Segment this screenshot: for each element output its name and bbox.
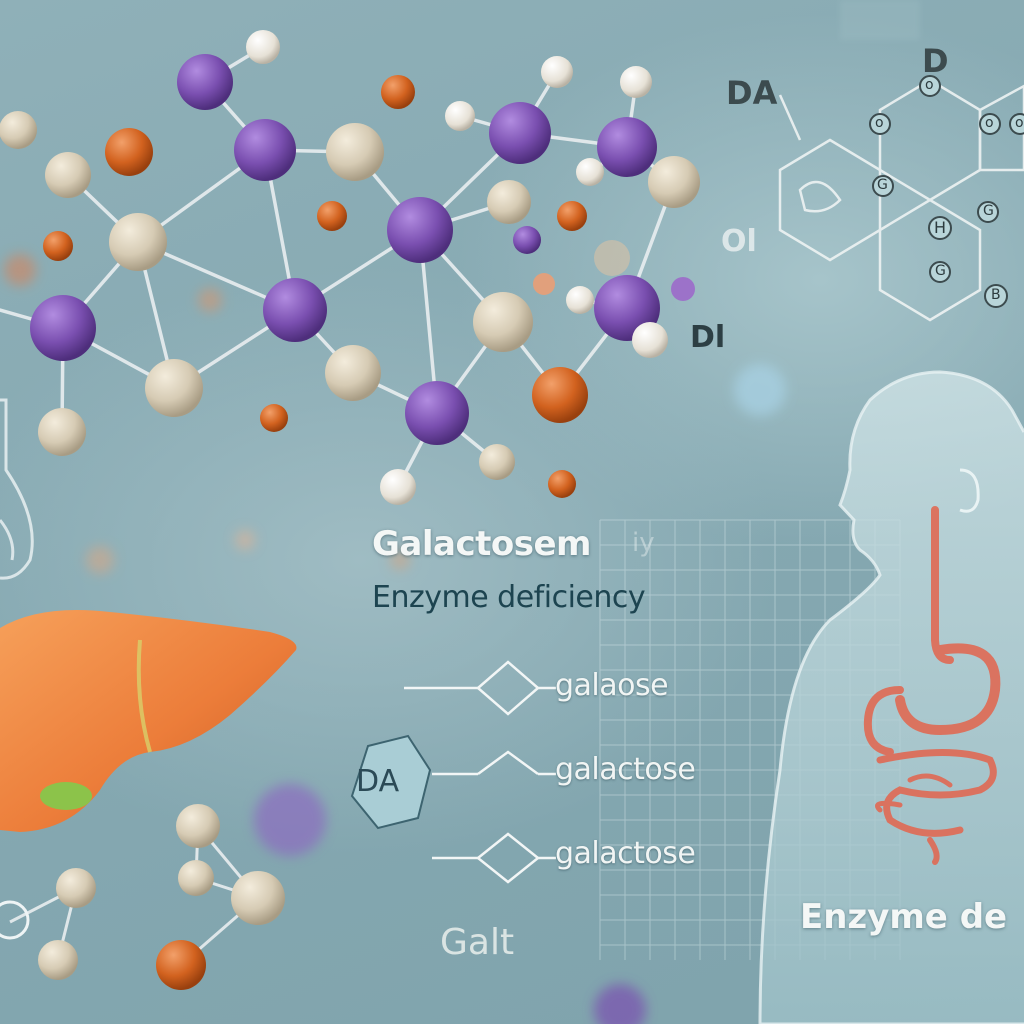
atom bbox=[0, 111, 37, 149]
atom bbox=[648, 156, 700, 208]
atom bbox=[105, 128, 153, 176]
human-silhouette bbox=[758, 370, 1024, 1024]
pathway-connectors bbox=[404, 660, 556, 884]
atom bbox=[473, 292, 533, 352]
atom bbox=[513, 226, 541, 254]
atom bbox=[325, 345, 381, 401]
atom bbox=[263, 278, 327, 342]
hex-label-o: Ol bbox=[721, 224, 757, 259]
atom bbox=[489, 102, 551, 164]
atom bbox=[671, 277, 695, 301]
atom bbox=[597, 117, 657, 177]
title-faint-suffix: iy bbox=[632, 528, 655, 558]
gallbladder bbox=[40, 782, 92, 810]
corner-label: Enzyme de bbox=[800, 897, 1008, 937]
da-badge-hexagon bbox=[350, 734, 432, 830]
atom bbox=[260, 404, 288, 432]
atom bbox=[326, 123, 384, 181]
atom bbox=[533, 273, 555, 295]
atom bbox=[479, 444, 515, 480]
hex-node-4: o bbox=[1015, 115, 1024, 131]
atom bbox=[445, 101, 475, 131]
atom bbox=[405, 381, 469, 445]
atom bbox=[548, 470, 576, 498]
hex-node-7: G bbox=[983, 203, 994, 219]
ear bbox=[959, 468, 980, 513]
atom bbox=[145, 359, 203, 417]
pathway-label-3: galactose bbox=[555, 836, 696, 871]
hex-node-6: H bbox=[934, 218, 947, 237]
atom bbox=[594, 240, 630, 276]
hex-node-5: G bbox=[877, 177, 888, 193]
atom bbox=[30, 295, 96, 361]
atom bbox=[576, 158, 604, 186]
atom bbox=[381, 75, 415, 109]
hex-node-8: G bbox=[935, 263, 946, 279]
atom bbox=[45, 152, 91, 198]
atom bbox=[177, 54, 233, 110]
atom bbox=[43, 231, 73, 261]
hex-label-da: DA bbox=[726, 74, 778, 112]
atom bbox=[541, 56, 573, 88]
small-molecule bbox=[0, 804, 285, 990]
hex-node-3: o bbox=[985, 115, 994, 131]
atom bbox=[620, 66, 652, 98]
atom bbox=[38, 408, 86, 456]
hex-label-dl: Dl bbox=[690, 320, 726, 355]
molecule-atoms bbox=[0, 30, 700, 505]
atom bbox=[387, 197, 453, 263]
da-badge-label: DA bbox=[356, 764, 400, 799]
liver bbox=[0, 610, 297, 832]
atom bbox=[532, 367, 588, 423]
atom bbox=[317, 201, 347, 231]
atom bbox=[632, 322, 668, 358]
atom bbox=[557, 201, 587, 231]
atom bbox=[380, 469, 416, 505]
hex-node-1: o bbox=[925, 77, 934, 93]
pathway-label-2: galactose bbox=[555, 752, 696, 787]
hex-label-d: D bbox=[922, 42, 949, 80]
subtitle: Enzyme deficiency bbox=[372, 580, 646, 615]
atom bbox=[487, 180, 531, 224]
hex-node-9: B bbox=[991, 287, 1001, 303]
enzyme-label: Galt bbox=[440, 922, 515, 963]
beaker-outline bbox=[0, 398, 34, 580]
atom bbox=[246, 30, 280, 64]
hex-structure-nodes bbox=[869, 75, 1024, 308]
pathway-label-1: galaose bbox=[555, 668, 669, 703]
hex-node-2: o bbox=[875, 115, 884, 131]
atom bbox=[234, 119, 296, 181]
title: Galactosem bbox=[372, 524, 591, 564]
digestive-tract bbox=[863, 506, 1001, 865]
atom bbox=[109, 213, 167, 271]
atom bbox=[566, 286, 594, 314]
